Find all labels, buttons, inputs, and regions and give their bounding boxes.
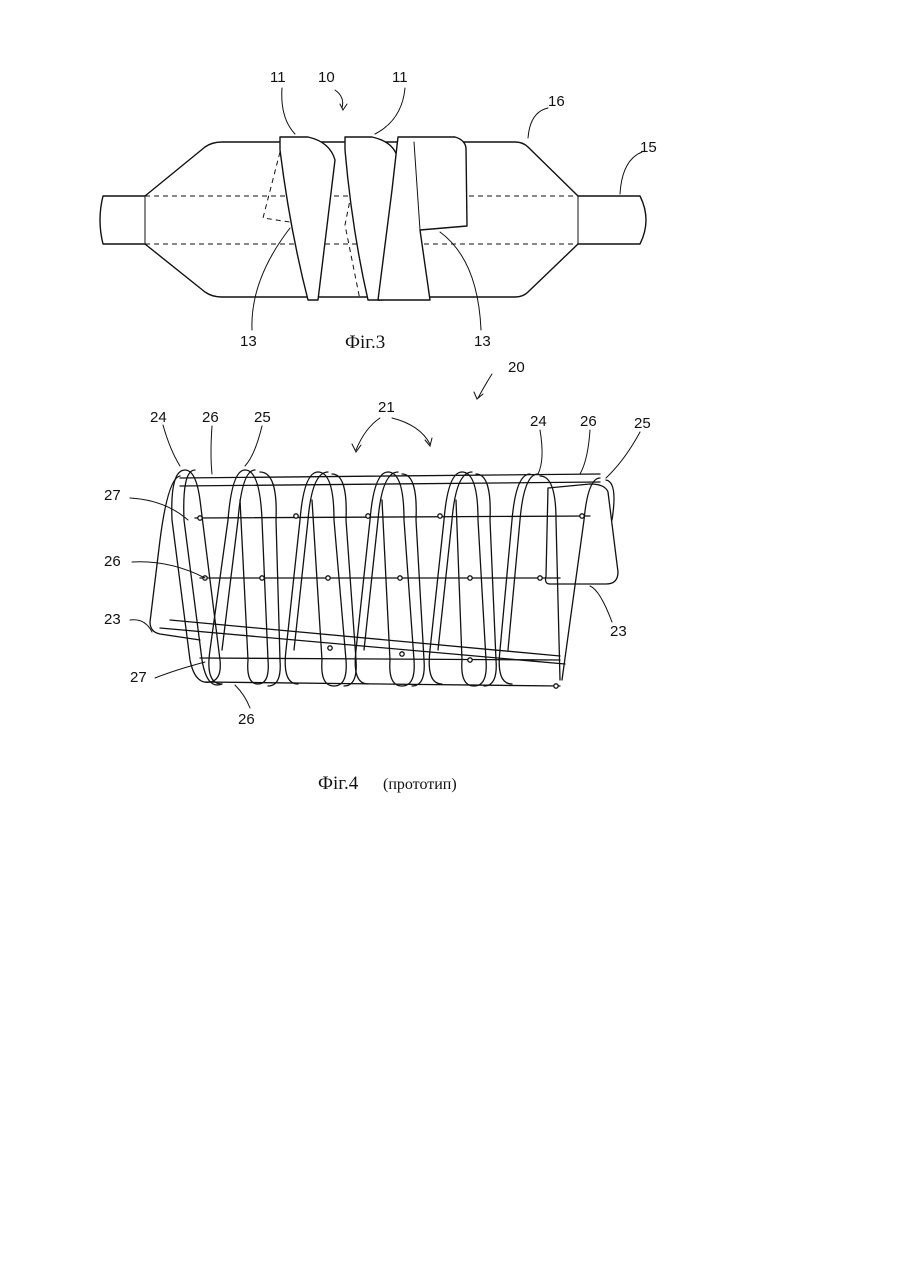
- leader-11b: [375, 88, 405, 134]
- ref-27-bottom: 27: [130, 669, 147, 686]
- catheter-shaft-left: [100, 196, 145, 244]
- arrow-10: [340, 104, 347, 110]
- ref-26-mid: 26: [104, 553, 121, 570]
- leader-13a: [252, 228, 290, 330]
- ref-11-right: 11: [392, 69, 408, 86]
- figure-3-caption: Фіг.3: [345, 332, 385, 353]
- ref-25-right: 25: [634, 415, 651, 432]
- leader-24-left: [163, 425, 180, 466]
- ref-24-right: 24: [530, 413, 547, 430]
- leader-23-right: [590, 586, 612, 622]
- ref-23-right: 23: [610, 623, 627, 640]
- ref-10: 10: [318, 69, 335, 86]
- leader-25-left: [245, 426, 262, 466]
- catheter-tip-right: [578, 196, 646, 244]
- ref-15: 15: [640, 139, 657, 156]
- leader-27-top: [130, 498, 188, 520]
- ref-26-left: 26: [202, 409, 219, 426]
- leader-21-right: [392, 418, 430, 444]
- leader-21-left: [356, 418, 380, 450]
- leader-26-right: [580, 430, 590, 474]
- ref-27-top: 27: [104, 487, 121, 504]
- ref-13-left: 13: [240, 333, 257, 350]
- ref-26-bottom: 26: [238, 711, 255, 728]
- ref-23-left: 23: [104, 611, 121, 628]
- leader-26-bottom: [235, 685, 250, 708]
- ref-24-left: 24: [150, 409, 167, 426]
- leader-10: [335, 90, 343, 108]
- leader-26-mid: [132, 562, 205, 578]
- leader-15: [620, 152, 642, 194]
- ref-16: 16: [548, 93, 565, 110]
- end-frame-left: [150, 476, 200, 640]
- wire-junctions: [198, 514, 584, 688]
- ref-11-left: 11: [270, 69, 286, 86]
- leader-27-bottom: [155, 662, 205, 678]
- band-segment-1: [280, 137, 335, 300]
- leader-25-right: [606, 432, 640, 478]
- arrow-20: [474, 392, 483, 399]
- figure-4-caption: Фіг.4: [318, 773, 359, 794]
- figure-4-caption-note: (прототип): [383, 776, 457, 793]
- leader-26-left: [211, 426, 212, 474]
- leader-23-left: [130, 620, 152, 632]
- ref-13-right: 13: [474, 333, 491, 350]
- leader-24-right: [538, 430, 542, 474]
- leader-20: [478, 374, 492, 398]
- figure-4: 20 21 24 26 25 24 26 25 27 26 23 27 26 2…: [104, 359, 651, 794]
- leader-13b: [440, 232, 481, 330]
- ref-20: 20: [508, 359, 525, 376]
- ref-25-left: 25: [254, 409, 271, 426]
- figure-3: 11 10 11 16 15 13 13 Фіг.3: [100, 69, 657, 353]
- leader-11a: [282, 88, 295, 134]
- ref-21: 21: [378, 399, 395, 416]
- ref-26-right: 26: [580, 413, 597, 430]
- leader-16: [528, 108, 548, 138]
